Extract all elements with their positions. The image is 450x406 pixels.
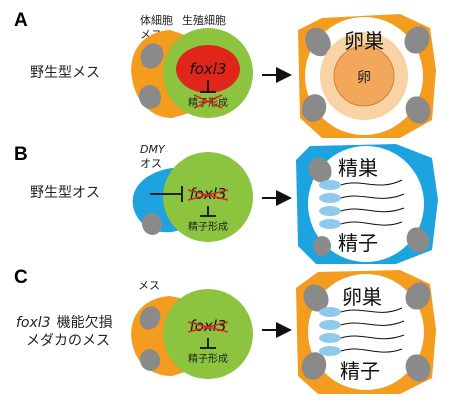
panel-b-label: 野生型オス — [30, 185, 100, 201]
panel-b-spermatogenesis: 精子形成 — [188, 220, 228, 233]
panel-b-organ-label: 精巣 — [338, 156, 378, 180]
panel-a-foxl3-region — [176, 45, 240, 93]
panel-b-cell-label: 精子 — [338, 231, 378, 255]
panel-c: C foxl3 機能欠損 メダカのメス メス foxl3 精子形成 — [14, 267, 436, 394]
panel-a-letter: A — [14, 10, 28, 31]
panel-a-label: 野生型メス — [30, 65, 100, 81]
panel-b-sperm — [319, 179, 405, 229]
panel-c-germ-cell — [163, 289, 253, 379]
panel-b-testis — [296, 144, 438, 264]
soma-nucleus — [140, 43, 164, 69]
soma-nucleus — [138, 85, 162, 109]
panel-c-ovary — [296, 270, 436, 394]
soma-nucleus — [139, 349, 161, 371]
panel-a-somatic-label: 体細胞 — [140, 13, 173, 27]
panel-b-dmy: DMY — [140, 143, 166, 156]
panel-c-gene: foxl3 — [189, 317, 226, 335]
panel-b-germ-cell — [163, 152, 253, 242]
panel-a-cell-label: 卵 — [357, 70, 371, 86]
cross-out-mark — [187, 189, 229, 201]
panel-a-spermatogenesis: 精子形成 — [188, 96, 228, 109]
panel-a-germ-label: 生殖細胞 — [182, 13, 226, 27]
panel-c-label: foxl3 機能欠損 — [16, 315, 113, 331]
panel-b-letter: B — [14, 144, 28, 165]
panel-c-spermatogenesis: 精子形成 — [188, 352, 228, 365]
panel-a: A 野生型メス 体細胞 メス 生殖細胞 foxl3 精子形成 — [14, 10, 436, 138]
soma-nucleus — [139, 306, 161, 330]
soma-nucleus — [141, 213, 163, 235]
panel-c-label-line2: メダカのメス — [26, 333, 110, 349]
panel-b-somatic-sex: オス — [140, 157, 162, 170]
panel-a-gene: foxl3 — [189, 60, 226, 78]
panel-c-letter: C — [14, 267, 28, 288]
panel-b: B 野生型オス DMY オス foxl3 精子形成 — [14, 143, 438, 264]
panel-a-ovary — [298, 14, 436, 138]
panel-b-gene: foxl3 — [189, 185, 226, 203]
cross-out-mark — [187, 321, 229, 333]
panel-c-label-gene: foxl3 — [16, 315, 51, 331]
panel-c-cell-label: 精子 — [340, 359, 380, 383]
panel-c-organ-label: 卵巣 — [342, 285, 382, 309]
cross-out-mark — [193, 94, 223, 109]
panel-c-sperm — [319, 307, 405, 356]
panel-c-label-rest: 機能欠損 — [57, 315, 113, 331]
panel-a-organ-label: 卵巣 — [344, 29, 384, 53]
panel-c-somatic-sex: メス — [138, 279, 160, 292]
